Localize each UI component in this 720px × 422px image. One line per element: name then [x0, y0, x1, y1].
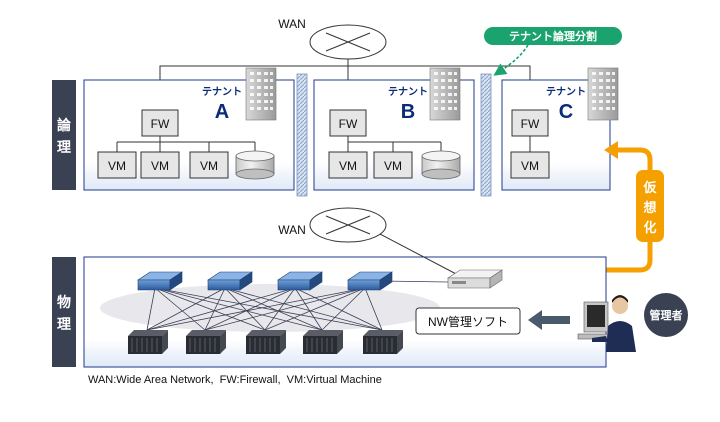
- tenant-a-links: [116, 136, 256, 152]
- top-wan-label: WAN: [278, 17, 306, 31]
- tenant-split-label: テナント論理分割: [509, 29, 597, 43]
- tenant-separator-2: [480, 73, 492, 197]
- admin-person-icon: [577, 295, 636, 352]
- nw-software-label: NW管理ソフト: [428, 314, 508, 329]
- tenant-c-fw-box: [511, 109, 549, 137]
- server-rack-2-icon: [186, 330, 226, 354]
- admin-label: 管理者: [650, 308, 683, 322]
- tenant-c-vm-1-box: [510, 151, 550, 179]
- virtualization-arrow-head: [604, 141, 618, 159]
- physical-label-char-1: 物: [57, 294, 71, 310]
- virtualization-badge: [636, 170, 664, 242]
- switch-4-icon: [347, 271, 393, 291]
- physical-wan-label: WAN: [278, 223, 306, 237]
- controller-server-icon: [447, 269, 503, 289]
- tenant-a-vm-1-box: [97, 151, 137, 179]
- tenant-b-vm-1-box: [328, 151, 368, 179]
- tenant-b-links: [347, 136, 442, 152]
- tenant-c-vm-1-label: VM: [521, 159, 539, 173]
- tenant-b-vm-2-box: [373, 151, 413, 179]
- tenant-split-badge: [484, 27, 622, 45]
- logical-label-char-1: 論: [57, 117, 72, 133]
- tenant-split-arrow: [493, 44, 529, 76]
- wan-to-server-link: [379, 233, 461, 277]
- nw-software-box: [415, 307, 521, 335]
- physical-label-char-2: 理: [57, 316, 71, 332]
- tenant-b-building-icon: [429, 67, 461, 121]
- tenant-a-vm-3-label: VM: [200, 159, 218, 173]
- tenant-b-vm-2-label: VM: [384, 159, 402, 173]
- switch-1-icon: [137, 271, 183, 291]
- tenant-a-vm-2-label: VM: [151, 159, 169, 173]
- server-rack-5-icon: [363, 330, 403, 354]
- switch-3-icon: [277, 271, 323, 291]
- tenant-a-vm-2-box: [140, 151, 180, 179]
- tenant-a-storage-icon: [235, 150, 275, 180]
- physical-label-bar: [52, 257, 76, 367]
- switch-2-icon: [207, 271, 253, 291]
- server-rack-4-icon: [303, 330, 343, 354]
- tenant-a-vm-3-box: [189, 151, 229, 179]
- physical-wan-router-icon: [309, 207, 387, 243]
- tenant-a-letter: A: [215, 101, 229, 123]
- fabric-cloud: [100, 284, 440, 332]
- server-rack-1-icon: [128, 330, 168, 354]
- tenant-a-fw-label: FW: [151, 117, 170, 131]
- tenant-b-vm-1-label: VM: [339, 159, 357, 173]
- tenant-b-storage-icon: [421, 150, 461, 180]
- fabric-mesh: [146, 280, 449, 331]
- tenant-a-fw-box: [141, 109, 179, 137]
- tenant-b-letter: B: [401, 101, 415, 123]
- server-rack-3-icon: [246, 330, 286, 354]
- tenant-b-fw-box: [329, 109, 367, 137]
- admin-to-software-arrow: [528, 310, 570, 330]
- tenant-c-fw-label: FW: [521, 117, 540, 131]
- tenant-a-building-icon: [245, 67, 277, 121]
- top-wan-router-icon: [309, 24, 387, 60]
- virtualization-char-1: 仮: [642, 180, 657, 195]
- footnote: WAN:Wide Area Network, FW:Firewall, VM:V…: [88, 374, 382, 386]
- tenant-a-prefix: テナント: [202, 86, 242, 98]
- admin-badge: [644, 293, 688, 337]
- tenant-b-fw-label: FW: [339, 117, 358, 131]
- tenant-b-prefix: テナント: [388, 86, 428, 98]
- virtualization-char-2: 想: [643, 200, 656, 215]
- tenant-c-prefix: テナント: [546, 86, 586, 98]
- tenant-c-letter: C: [559, 101, 573, 123]
- virtualization-char-3: 化: [643, 220, 656, 235]
- tenant-separator-1: [296, 73, 308, 197]
- tenant-a-vm-1-label: VM: [108, 159, 126, 173]
- logical-label-bar: [52, 80, 76, 190]
- tenant-c-building-icon: [587, 67, 619, 121]
- logical-label-char-2: 理: [57, 139, 71, 155]
